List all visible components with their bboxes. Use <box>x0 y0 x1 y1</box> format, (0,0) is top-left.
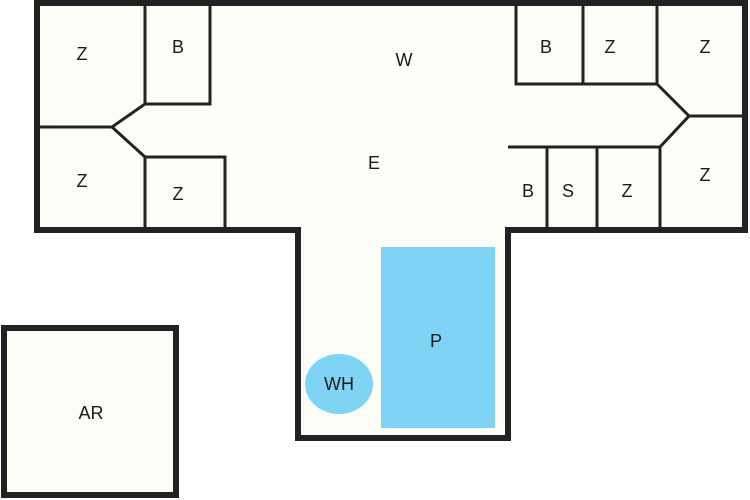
room-label-b: B <box>172 37 184 57</box>
room-label-z: Z <box>700 37 711 57</box>
outbuilding-label: AR <box>78 403 103 423</box>
room-label-z: Z <box>605 37 616 57</box>
room-label-z: Z <box>77 171 88 191</box>
left-room-walls <box>37 3 227 230</box>
room-label-b: B <box>522 181 534 201</box>
room-label-z: Z <box>700 165 711 185</box>
room-label-z: Z <box>173 184 184 204</box>
water-heater <box>305 354 373 414</box>
area-label-e: E <box>368 153 380 173</box>
right-room-walls <box>508 3 745 230</box>
outbuilding <box>1 325 179 498</box>
room-label-s: S <box>562 181 574 201</box>
room-label-z: Z <box>77 44 88 64</box>
pool <box>381 247 495 428</box>
pool-label: P <box>430 331 442 351</box>
water-heater-label: WH <box>324 374 354 394</box>
main-building-outline <box>34 0 748 441</box>
room-label-z: Z <box>622 181 633 201</box>
area-label-w: W <box>396 50 413 70</box>
room-label-b: B <box>540 37 552 57</box>
